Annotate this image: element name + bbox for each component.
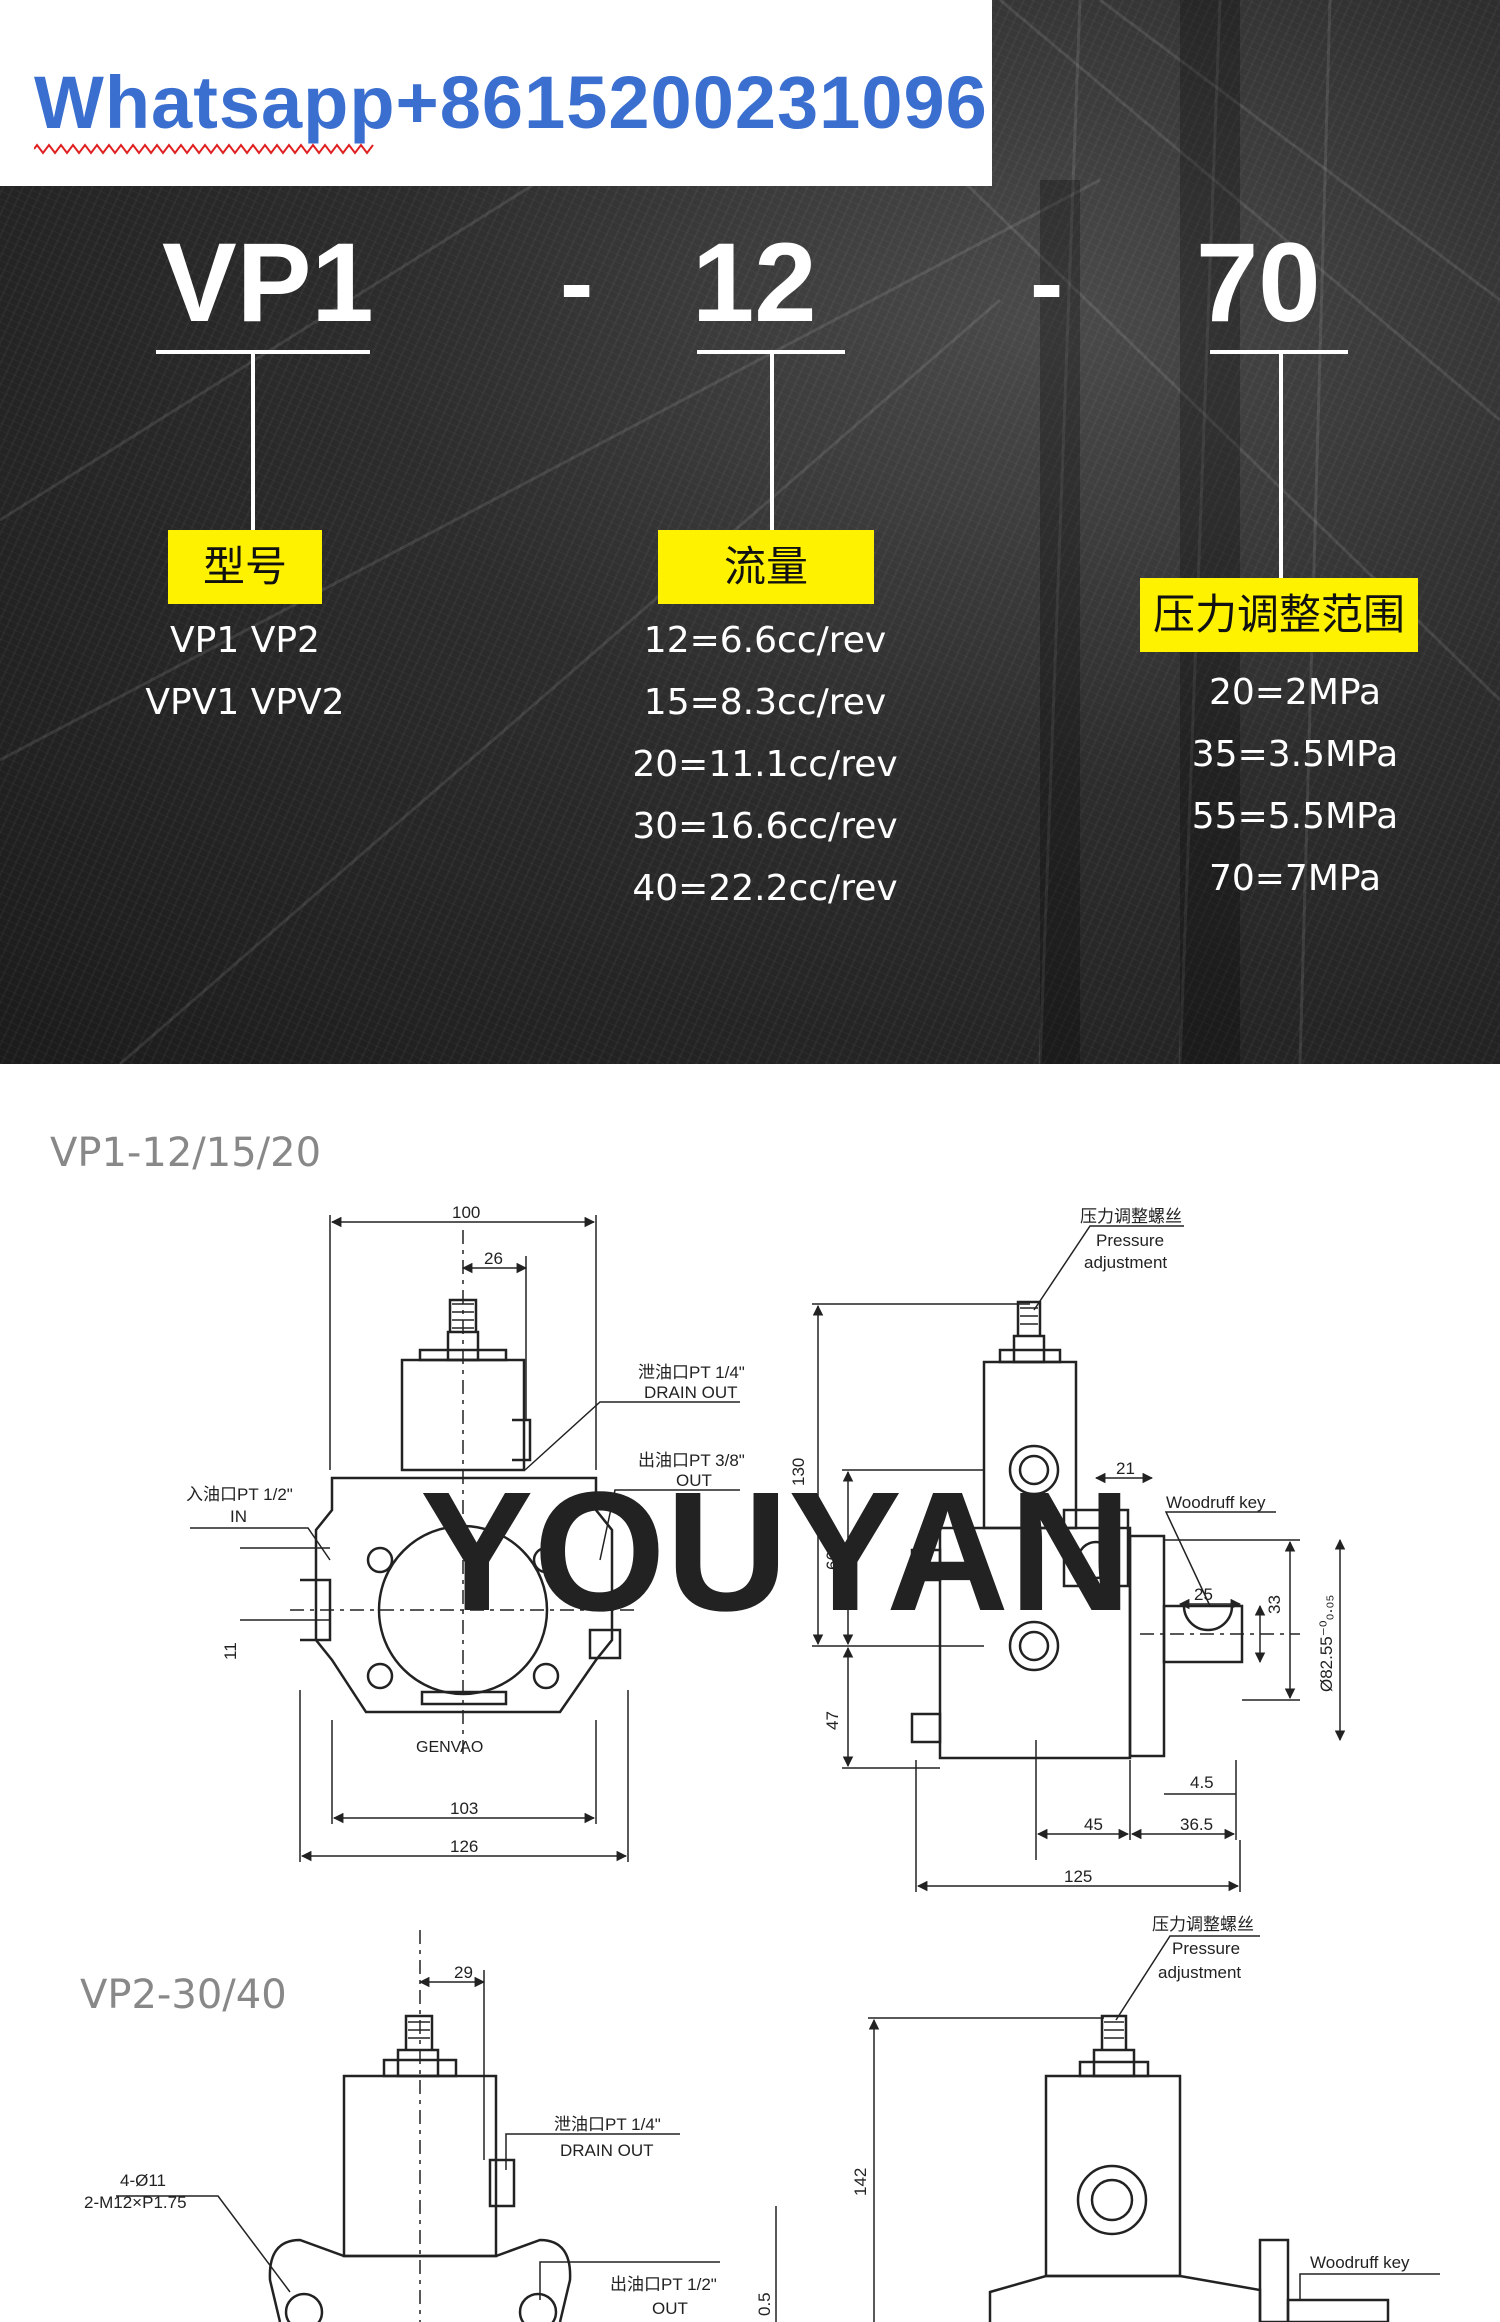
drawing-title-vp1: VP1-12/15/20 bbox=[50, 1130, 322, 1176]
dim-29: 29 bbox=[454, 1963, 473, 1982]
pressure-label-en: Pressure bbox=[1096, 1231, 1164, 1250]
pressure-label-en: adjustment bbox=[1158, 1963, 1241, 1982]
out-label-en: OUT bbox=[676, 1471, 712, 1490]
model-value: VP1 VP2 bbox=[170, 620, 320, 661]
flow-value: 12=6.6cc/rev bbox=[643, 620, 887, 661]
out-label-cn: 出油口PT 3/8" bbox=[638, 1451, 745, 1470]
dim-shaft-diameter: Ø82.55⁻⁰₀.₀₅ bbox=[1317, 1595, 1336, 1692]
pressure-value: 55=5.5MPa bbox=[1191, 796, 1399, 837]
dim-21: 21 bbox=[1116, 1459, 1135, 1478]
pressure-connector bbox=[1279, 350, 1283, 580]
out-label-en: OUT bbox=[652, 2299, 688, 2318]
model-underline bbox=[156, 350, 370, 354]
flow-value: 20=11.1cc/rev bbox=[632, 744, 898, 785]
hole-spec: 4-Ø11 bbox=[120, 2171, 166, 2190]
flow-value: 30=16.6cc/rev bbox=[632, 806, 898, 847]
drain-label-en: DRAIN OUT bbox=[560, 2141, 654, 2160]
dim-33: 33 bbox=[1265, 1595, 1284, 1614]
code-model: VP1 bbox=[162, 220, 374, 345]
dim-25: 25 bbox=[1194, 1585, 1213, 1604]
code-flow: 12 bbox=[692, 220, 817, 345]
drain-label-cn: 泄油口PT 1/4" bbox=[638, 1363, 745, 1382]
vp1-nameplate: GENVAO bbox=[416, 1739, 483, 1756]
dim-100: 100 bbox=[452, 1203, 480, 1222]
vp2-front-dimensions bbox=[116, 1970, 777, 2322]
vp2-front-view bbox=[268, 1930, 572, 2322]
dim-126: 126 bbox=[450, 1837, 478, 1856]
code-separator-1: - bbox=[560, 227, 594, 339]
whatsapp-contact-box: Whatsapp+8615200231096 bbox=[0, 0, 992, 186]
brand-watermark: YOUYAN bbox=[420, 1457, 1132, 1647]
industrial-background-art bbox=[0, 0, 1500, 1064]
code-pressure: 70 bbox=[1196, 220, 1321, 345]
vp2-side-dimensions bbox=[868, 1935, 1440, 2322]
in-label-cn: 入油口PT 1/2" bbox=[186, 1485, 293, 1504]
vp1-side-dimensions bbox=[812, 1225, 1346, 1892]
dim-4-5: 4.5 bbox=[1190, 1773, 1214, 1792]
drawing-title-vp2: VP2-30/40 bbox=[80, 1972, 287, 2018]
flow-tag: 流量 bbox=[658, 530, 874, 604]
dim-11: 11 bbox=[221, 1642, 240, 1660]
pressure-value: 20=2MPa bbox=[1208, 672, 1382, 713]
code-separator-2: - bbox=[1030, 227, 1064, 339]
dim-47: 47 bbox=[823, 1711, 842, 1730]
pressure-value: 70=7MPa bbox=[1208, 858, 1382, 899]
out-label-cn: 出油口PT 1/2" bbox=[610, 2275, 717, 2294]
flow-value: 40=22.2cc/rev bbox=[632, 868, 898, 909]
model-value: VPV1 VPV2 bbox=[145, 682, 345, 723]
model-code-banner: Whatsapp+8615200231096 VP1 - 12 - 70 型号 … bbox=[0, 0, 1500, 1064]
vp1-front-view bbox=[290, 1230, 640, 1760]
drain-label-cn: 泄油口PT 1/4" bbox=[554, 2115, 661, 2134]
dim-130: 130 bbox=[789, 1458, 808, 1486]
pressure-label-en: adjustment bbox=[1084, 1253, 1167, 1272]
flow-connector bbox=[770, 350, 774, 530]
vp1-front-dimensions bbox=[190, 1215, 740, 1862]
model-tag: 型号 bbox=[168, 530, 322, 604]
dim-103: 103 bbox=[450, 1799, 478, 1818]
spellcheck-underline bbox=[34, 143, 374, 155]
in-label-en: IN bbox=[230, 1507, 247, 1526]
pressure-label-cn: 压力调整螺丝 bbox=[1080, 1207, 1182, 1226]
flow-value: 15=8.3cc/rev bbox=[643, 682, 887, 723]
dim-36-5: 36.5 bbox=[1180, 1815, 1213, 1834]
pressure-label-en: Pressure bbox=[1172, 1939, 1240, 1958]
vp2-side-view bbox=[988, 2014, 1390, 2322]
dim-66: 66 bbox=[823, 1551, 842, 1570]
technical-drawings: YOUYAN GENVAO bbox=[84, 1203, 1440, 2322]
pressure-tag: 压力调整范围 bbox=[1140, 578, 1418, 652]
dim-142: 142 bbox=[851, 2168, 870, 2196]
model-connector bbox=[251, 350, 255, 530]
vp1-side-view bbox=[910, 1300, 1300, 1760]
drain-label-en: DRAIN OUT bbox=[644, 1383, 738, 1402]
thread-spec: 2-M12×P1.75 bbox=[84, 2193, 187, 2212]
dim-26: 26 bbox=[484, 1249, 503, 1268]
dim-0-5: 0.5 bbox=[755, 2292, 774, 2316]
pressure-label-cn: 压力调整螺丝 bbox=[1152, 1915, 1254, 1934]
dim-45: 45 bbox=[1084, 1815, 1103, 1834]
pressure-value: 35=3.5MPa bbox=[1191, 734, 1399, 775]
woodruff-key-label: Woodruff key bbox=[1166, 1493, 1266, 1512]
woodruff-key-label: Woodruff key bbox=[1310, 2253, 1410, 2272]
dim-125: 125 bbox=[1064, 1867, 1092, 1886]
whatsapp-contact: Whatsapp+8615200231096 bbox=[34, 61, 988, 144]
